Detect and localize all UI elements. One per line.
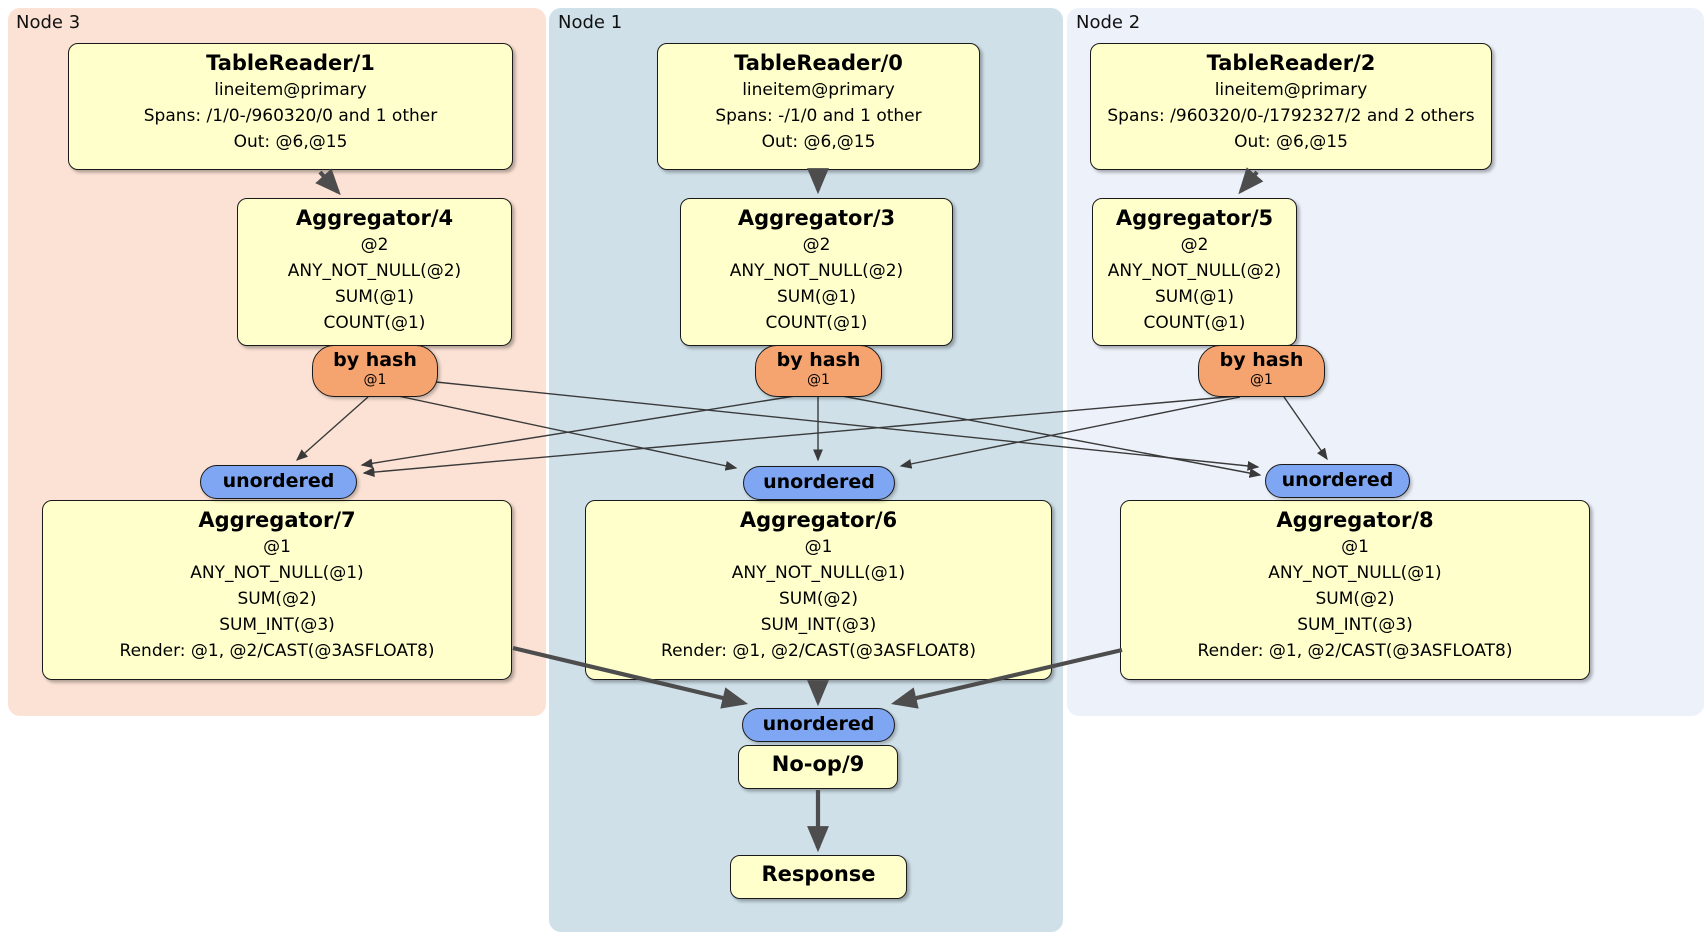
group-label-node2: Node 2 — [1076, 12, 1141, 33]
group-label-node1: Node 1 — [558, 12, 623, 33]
sync-label: unordered — [1281, 469, 1394, 491]
node-aggregator-5: Aggregator/5 @2 ANY_NOT_NULL(@2) SUM(@1)… — [1092, 198, 1297, 346]
node-detail: SUM(@1) — [335, 287, 414, 307]
edge-hash5-unordered8 — [1283, 396, 1328, 461]
node-aggregator-8: Aggregator/8 @1 ANY_NOT_NULL(@1) SUM(@2)… — [1120, 500, 1590, 680]
node-detail: SUM(@2) — [1315, 589, 1395, 609]
node-title: Aggregator/4 — [295, 206, 454, 230]
router-by-hash-node1: by hash @1 — [755, 345, 882, 397]
node-detail: lineitem@primary — [1214, 80, 1368, 100]
node-detail: @2 — [1180, 235, 1209, 255]
node-detail: SUM_INT(@3) — [1297, 615, 1413, 635]
node-detail: ANY_NOT_NULL(@1) — [190, 563, 364, 583]
edge-hash4-unordered7 — [295, 396, 369, 461]
node-detail: ANY_NOT_NULL(@2) — [287, 261, 462, 281]
edge-tablereader1-aggregator4 — [315, 168, 341, 196]
edge-aggregator8-final-unordered — [890, 647, 1123, 709]
node-detail: SUM_INT(@3) — [219, 615, 335, 635]
sync-unordered-final: unordered — [742, 708, 895, 742]
node-title: Response — [761, 862, 876, 886]
node-detail: ANY_NOT_NULL(@2) — [1107, 261, 1282, 281]
router-label: by hash — [776, 349, 861, 371]
node-detail: @1 — [1341, 537, 1369, 557]
sync-label: unordered — [762, 713, 875, 735]
node-detail: Out: @6,@15 — [761, 132, 876, 152]
router-label: by hash — [1219, 349, 1304, 371]
node-response: Response — [730, 855, 907, 899]
node-detail: @1 — [263, 537, 291, 557]
node-detail: Render: @1, @2/CAST(@3ASFLOAT8) — [1197, 641, 1513, 661]
sync-label: unordered — [763, 471, 875, 493]
sync-label: unordered — [222, 470, 335, 492]
node-title: Aggregator/3 — [737, 206, 896, 230]
node-title: TableReader/2 — [1206, 51, 1376, 75]
node-title: TableReader/1 — [206, 51, 375, 75]
node-title: Aggregator/6 — [739, 508, 898, 532]
node-detail: SUM(@1) — [777, 287, 856, 307]
node-detail: Render: @1, @2/CAST(@3ASFLOAT8) — [661, 641, 976, 661]
node-aggregator-7: Aggregator/7 @1 ANY_NOT_NULL(@1) SUM(@2)… — [42, 500, 512, 680]
edge-tablereader2-aggregator5 — [1238, 167, 1264, 195]
node-detail: @1 — [804, 537, 833, 557]
node-detail: COUNT(@1) — [1143, 313, 1246, 333]
node-detail: COUNT(@1) — [323, 313, 426, 333]
node-detail: SUM(@2) — [237, 589, 317, 609]
node-title: Aggregator/5 — [1115, 206, 1274, 230]
node-title: Aggregator/8 — [1276, 508, 1434, 532]
group-label-node3: Node 3 — [16, 12, 81, 33]
edge-aggregator7-final-unordered — [512, 645, 749, 709]
router-label: by hash — [333, 349, 417, 371]
node-title: Aggregator/7 — [198, 508, 356, 532]
node-aggregator-6: Aggregator/6 @1 ANY_NOT_NULL(@1) SUM(@2)… — [585, 500, 1052, 680]
node-detail: SUM_INT(@3) — [760, 615, 877, 635]
edge-hash4-unordered8 — [435, 381, 1260, 471]
node-detail: Spans: /1/0-/960320/0 and 1 other — [143, 106, 438, 126]
node-tablereader-2: TableReader/2 lineitem@primary Spans: /9… — [1090, 43, 1492, 170]
edge-hash5-unordered6 — [899, 396, 1241, 469]
sync-unordered-node1: unordered — [743, 466, 895, 500]
node-noop-9: No-op/9 — [738, 745, 898, 789]
node-detail: ANY_NOT_NULL(@1) — [1268, 563, 1442, 583]
node-aggregator-3: Aggregator/3 @2 ANY_NOT_NULL(@2) SUM(@1)… — [680, 198, 953, 346]
sync-unordered-node3: unordered — [200, 465, 357, 499]
router-by-hash-node2: by hash @1 — [1198, 345, 1325, 397]
node-detail: lineitem@primary — [742, 80, 895, 100]
node-detail: Out: @6,@15 — [233, 132, 348, 152]
node-detail: lineitem@primary — [214, 80, 367, 100]
node-detail: @2 — [360, 235, 389, 255]
node-detail: COUNT(@1) — [765, 313, 868, 333]
edge-hash3-unordered7 — [360, 395, 796, 469]
node-detail: Render: @1, @2/CAST(@3ASFLOAT8) — [119, 641, 435, 661]
router-hash-column: @1 — [363, 372, 387, 388]
node-tablereader-0: TableReader/0 lineitem@primary Spans: -/… — [657, 43, 980, 170]
node-detail: Spans: /960320/0-/1792327/2 and 2 others — [1107, 106, 1475, 126]
node-detail: SUM(@2) — [779, 589, 858, 609]
node-detail: @2 — [802, 235, 831, 255]
edge-hash5-unordered7 — [362, 395, 1239, 477]
node-detail: ANY_NOT_NULL(@1) — [731, 563, 906, 583]
node-title: No-op/9 — [771, 752, 865, 776]
router-hash-column: @1 — [807, 372, 830, 388]
node-detail: ANY_NOT_NULL(@2) — [729, 261, 904, 281]
node-detail: Spans: -/1/0 and 1 other — [715, 106, 922, 126]
router-hash-column: @1 — [1250, 372, 1273, 388]
sync-unordered-node2: unordered — [1265, 464, 1410, 498]
node-title: TableReader/0 — [734, 51, 903, 75]
node-detail: SUM(@1) — [1155, 287, 1234, 307]
router-by-hash-node3: by hash @1 — [312, 345, 438, 397]
node-aggregator-4: Aggregator/4 @2 ANY_NOT_NULL(@2) SUM(@1)… — [237, 198, 512, 346]
node-detail: Out: @6,@15 — [1234, 132, 1348, 152]
node-tablereader-1: TableReader/1 lineitem@primary Spans: /1… — [68, 43, 513, 170]
